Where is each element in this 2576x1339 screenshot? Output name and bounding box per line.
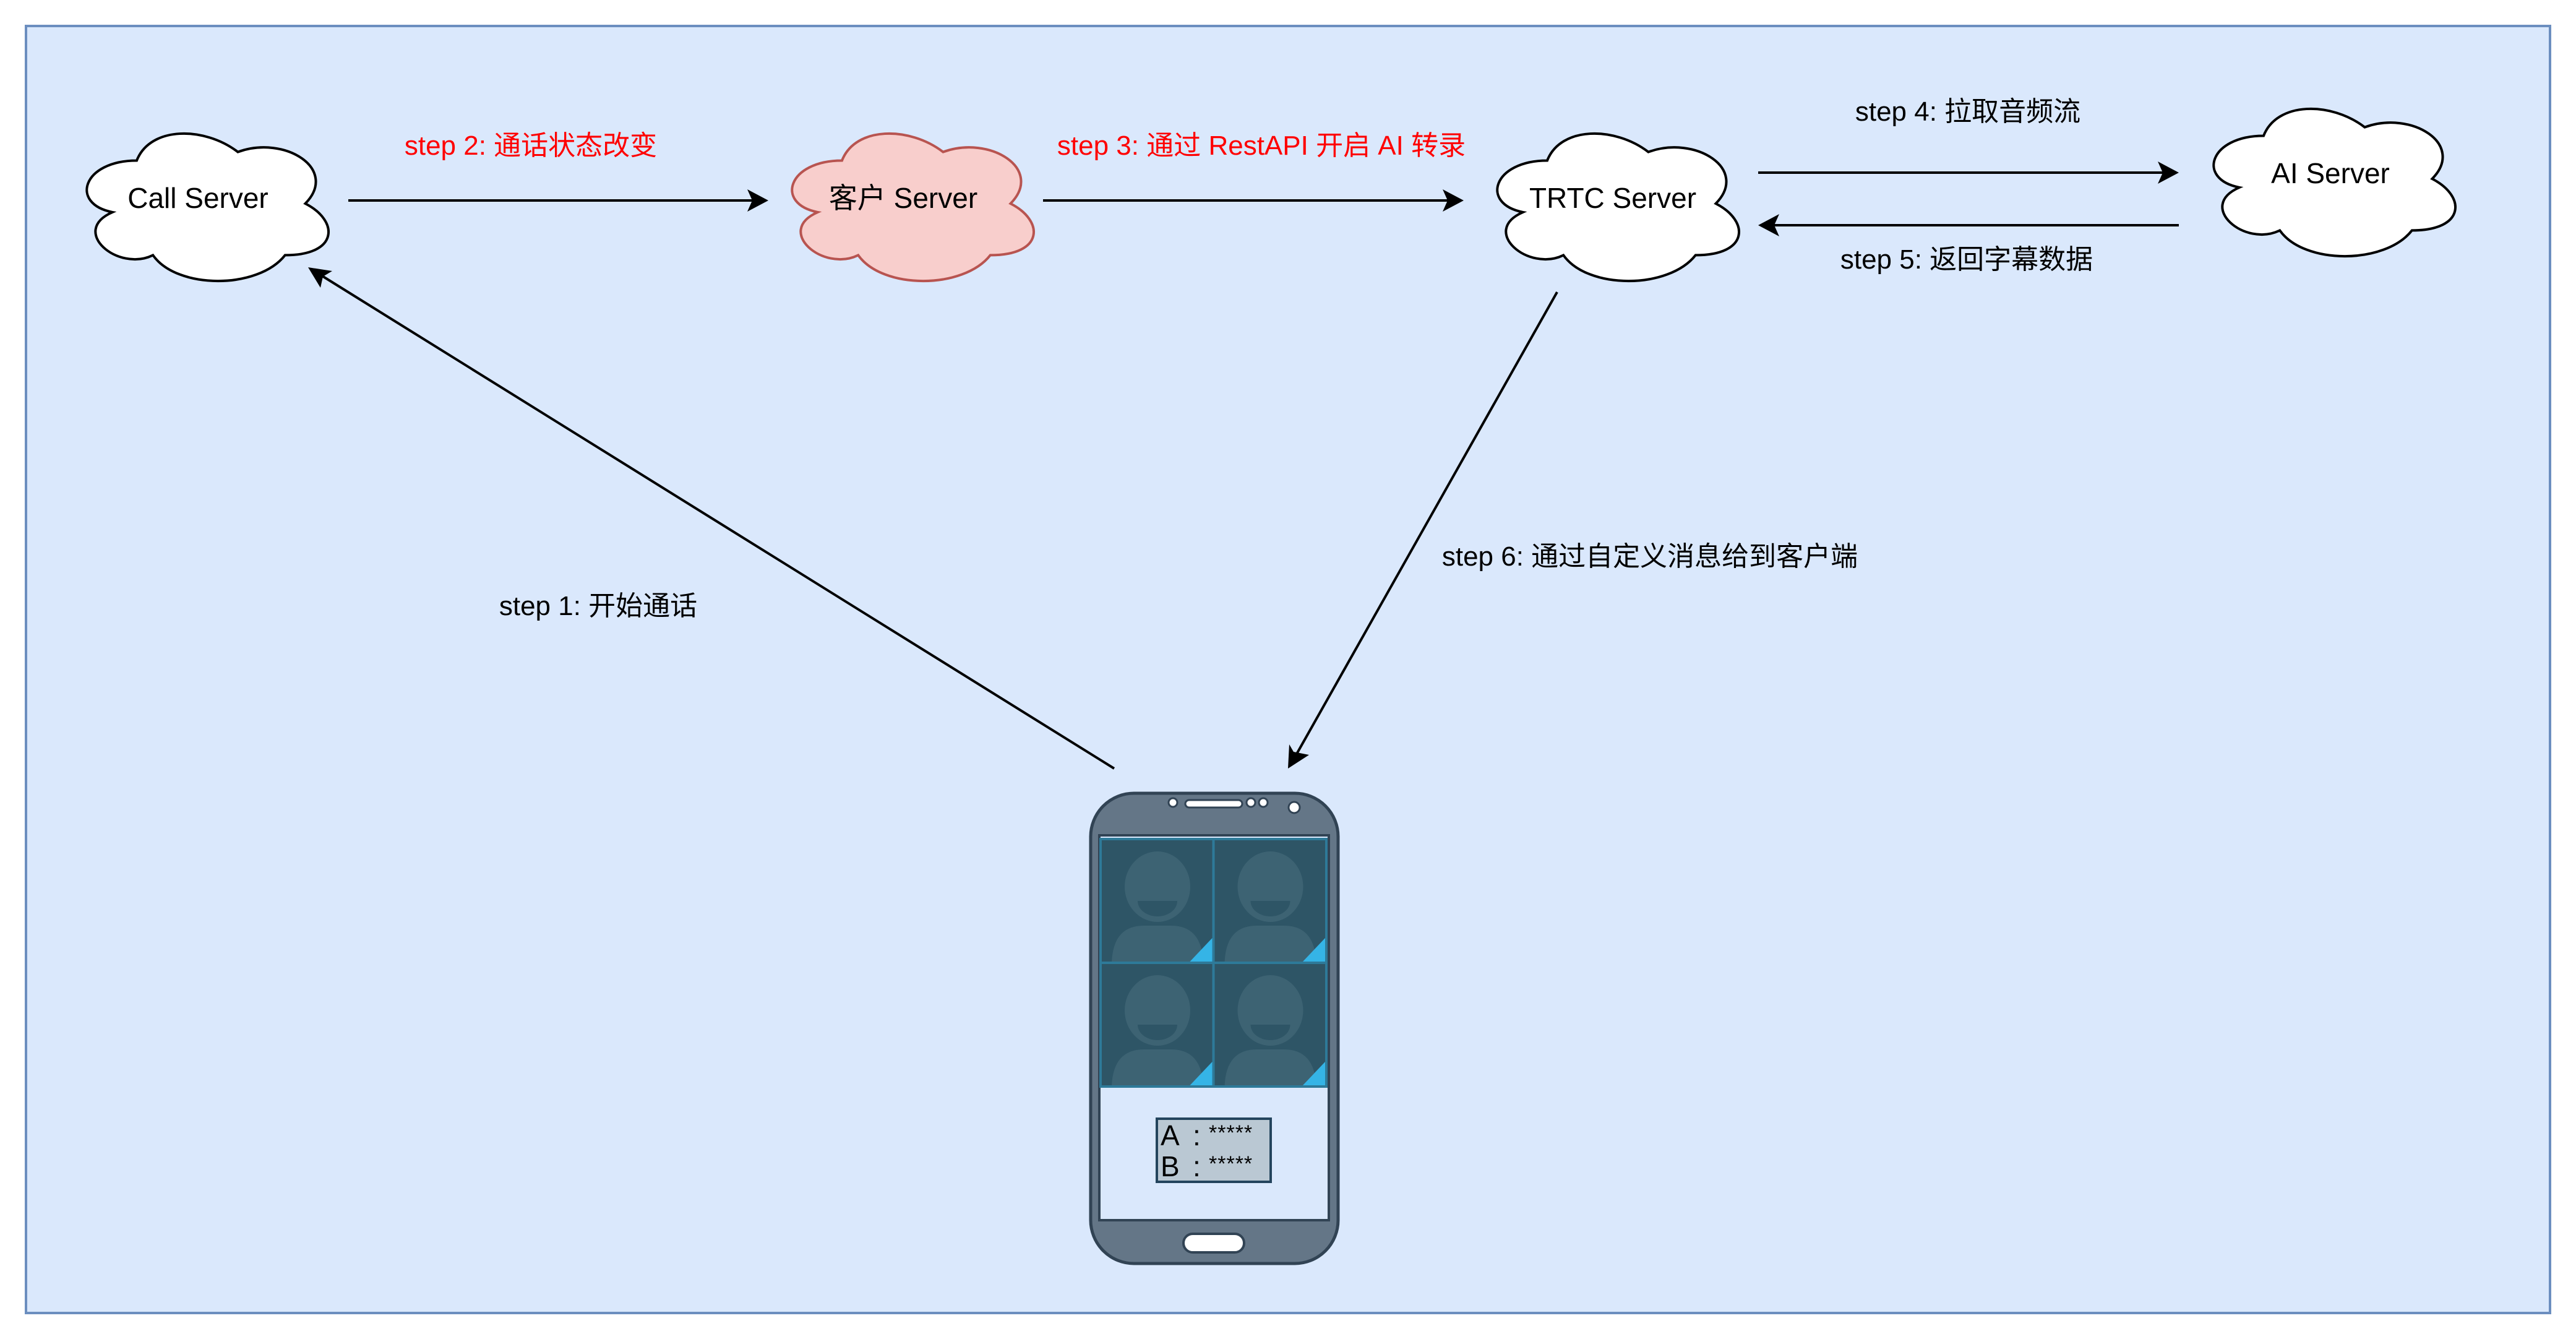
caption-speaker: A <box>1161 1119 1180 1152</box>
node-label-customer-server: 客户 Server <box>828 182 978 214</box>
cloud-trtc-server[interactable] <box>1496 132 1740 282</box>
cloud-customer-server[interactable] <box>791 132 1035 282</box>
cloud-ai-server[interactable] <box>2212 107 2457 257</box>
avatar-icon <box>1224 975 1316 1085</box>
video-tile <box>1099 962 1215 1088</box>
edge-step6-line[interactable] <box>1294 291 1558 757</box>
phone-camera-icon <box>1287 801 1301 814</box>
edge-label-step6: step 6: 通过自定义消息给到客户端 <box>1441 541 1858 572</box>
edge-step4-arrowhead-icon <box>2158 161 2179 184</box>
edge-step1-arrowhead-icon <box>308 267 332 288</box>
caption-separator: : <box>1193 1150 1201 1182</box>
video-tile <box>1212 838 1328 964</box>
avatar-icon <box>1224 851 1316 962</box>
avatar-icon <box>1112 851 1203 962</box>
tile-corner-icon <box>1190 938 1213 962</box>
tile-corner-icon <box>1303 1062 1325 1085</box>
phone-client[interactable] <box>1089 791 1340 1265</box>
caption-separator: : <box>1193 1119 1201 1152</box>
caption-text: ***** <box>1209 1152 1253 1176</box>
caption-line-b: B : ***** <box>1161 1152 1267 1181</box>
edge-label-step4: step 4: 拉取音频流 <box>1855 97 2081 127</box>
phone-speaker-icon <box>1184 799 1243 809</box>
cloud-call-server[interactable] <box>85 132 330 282</box>
phone-home-button[interactable] <box>1182 1233 1245 1254</box>
node-label-ai-server: AI Server <box>2271 157 2390 189</box>
node-label-call-server: Call Server <box>127 182 268 214</box>
edge-label-step1: step 1: 开始通话 <box>499 591 698 621</box>
edge-step6-arrowhead-icon <box>1288 744 1309 769</box>
phone-sensor-icon <box>1258 797 1269 808</box>
node-label-trtc-server: TRTC Server <box>1529 182 1697 214</box>
edge-step5-arrowhead-icon <box>1758 214 1779 236</box>
edge-step1-line[interactable] <box>318 273 1115 770</box>
edges <box>308 161 2179 770</box>
avatar-icon <box>1112 975 1203 1085</box>
caption-box: A : ***** B : ***** <box>1156 1117 1272 1183</box>
caption-line-a: A : ***** <box>1161 1121 1267 1150</box>
edge-step2-arrowhead-icon <box>747 189 768 212</box>
phone-sensor-icon <box>1167 797 1179 808</box>
tile-corner-icon <box>1303 938 1325 962</box>
tile-corner-icon <box>1190 1062 1213 1085</box>
video-tile <box>1212 962 1328 1088</box>
edge-label-step5: step 5: 返回字幕数据 <box>1840 244 2093 275</box>
edge-label-step3: step 3: 通过 RestAPI 开启 AI 转录 <box>1057 131 1466 161</box>
edge-step3-arrowhead-icon <box>1443 189 1464 212</box>
video-tile <box>1099 838 1215 964</box>
phone-sensor-icon <box>1245 797 1256 808</box>
caption-text: ***** <box>1209 1121 1253 1145</box>
caption-speaker: B <box>1161 1150 1180 1182</box>
video-grid <box>1099 838 1328 1088</box>
edge-label-step2: step 2: 通话状态改变 <box>404 131 658 161</box>
